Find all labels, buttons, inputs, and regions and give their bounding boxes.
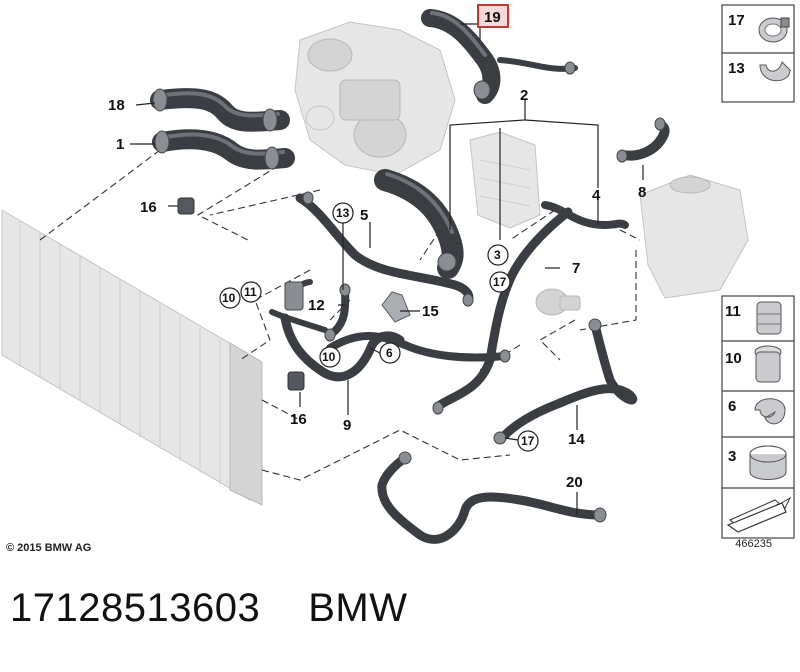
callout-17-circle-upper[interactable]: 17 <box>493 275 507 289</box>
panel-label-11[interactable]: 11 <box>725 303 741 320</box>
hose-5 <box>295 193 474 305</box>
callout-8[interactable]: 8 <box>638 184 646 201</box>
grommet-16-lower <box>287 371 305 391</box>
callout-16-upper[interactable]: 16 <box>140 199 157 216</box>
side-panel-bottom: 11 10 6 3 <box>721 295 795 539</box>
side-panel-top: 17 13 <box>721 4 795 103</box>
expansion-tank <box>639 174 749 299</box>
callout-15[interactable]: 15 <box>422 303 439 320</box>
callout-7[interactable]: 7 <box>572 260 580 277</box>
callout-16-lower[interactable]: 16 <box>290 411 307 428</box>
callout-10-circle-upper[interactable]: 10 <box>222 291 236 305</box>
panel-label-13[interactable]: 13 <box>728 60 745 77</box>
connector-11-icon <box>756 301 782 335</box>
highlight-box-19 <box>477 4 509 28</box>
water-pump <box>535 288 581 316</box>
callout-2[interactable]: 2 <box>520 87 528 104</box>
part-number: 17128513603 <box>10 586 261 630</box>
callout-19[interactable]: 19 <box>484 9 501 26</box>
callout-5[interactable]: 5 <box>360 207 368 224</box>
hose-18 <box>150 88 290 132</box>
connector-10-11 <box>284 281 304 311</box>
callout-11-circle[interactable]: 11 <box>244 285 257 299</box>
panel-label-6[interactable]: 6 <box>728 398 736 415</box>
clamp-17-icon <box>758 17 790 43</box>
callout-6-circle[interactable]: 6 <box>386 346 393 360</box>
callout-10-circle-lower[interactable]: 10 <box>322 350 336 364</box>
callout-12[interactable]: 12 <box>308 297 325 314</box>
callout-18[interactable]: 18 <box>108 97 125 114</box>
oil-cooler <box>469 131 541 229</box>
panel-label-17[interactable]: 17 <box>728 12 745 29</box>
hose-6 <box>326 332 509 362</box>
arrow-icon <box>726 496 792 533</box>
connector-10-icon <box>754 345 782 383</box>
callout-13-circle[interactable]: 13 <box>336 206 350 220</box>
callout-17-circle-lower[interactable]: 17 <box>521 434 535 448</box>
callouts: 18 1 16 19 2 4 8 5 13 3 17 7 10 11 12 15… <box>108 4 646 491</box>
hose-14 <box>500 320 637 440</box>
callout-20[interactable]: 20 <box>566 474 583 491</box>
panel-label-3[interactable]: 3 <box>728 448 736 465</box>
hose-7 <box>435 207 573 410</box>
hose-2-4 <box>541 201 629 229</box>
panel-label-10[interactable]: 10 <box>725 350 742 367</box>
engine-egr-cooler <box>294 21 456 176</box>
leader-lines <box>130 23 644 515</box>
clamp-13-icon <box>759 60 791 82</box>
bracket-15 <box>381 291 411 323</box>
grommet-16-upper <box>177 197 195 215</box>
callout-4[interactable]: 4 <box>592 187 601 204</box>
hose-9 <box>280 313 405 382</box>
parts-diagram: 18 1 16 19 2 4 8 5 13 3 17 7 10 11 12 15… <box>1 4 795 544</box>
clamp-3-icon <box>749 445 787 480</box>
callout-9[interactable]: 9 <box>343 417 351 434</box>
diagram-number: 466235 <box>735 538 772 550</box>
callout-3-circle[interactable]: 3 <box>494 248 501 262</box>
hose-20 <box>377 453 605 544</box>
clip-6-icon <box>754 398 786 425</box>
radiator <box>1 209 263 506</box>
part-caption: 17128513603 BMW <box>10 586 455 631</box>
brand-name: BMW <box>308 586 408 630</box>
copyright-text: © 2015 BMW AG <box>6 542 92 554</box>
callout-1[interactable]: 1 <box>116 136 124 153</box>
callout-14[interactable]: 14 <box>568 431 585 448</box>
